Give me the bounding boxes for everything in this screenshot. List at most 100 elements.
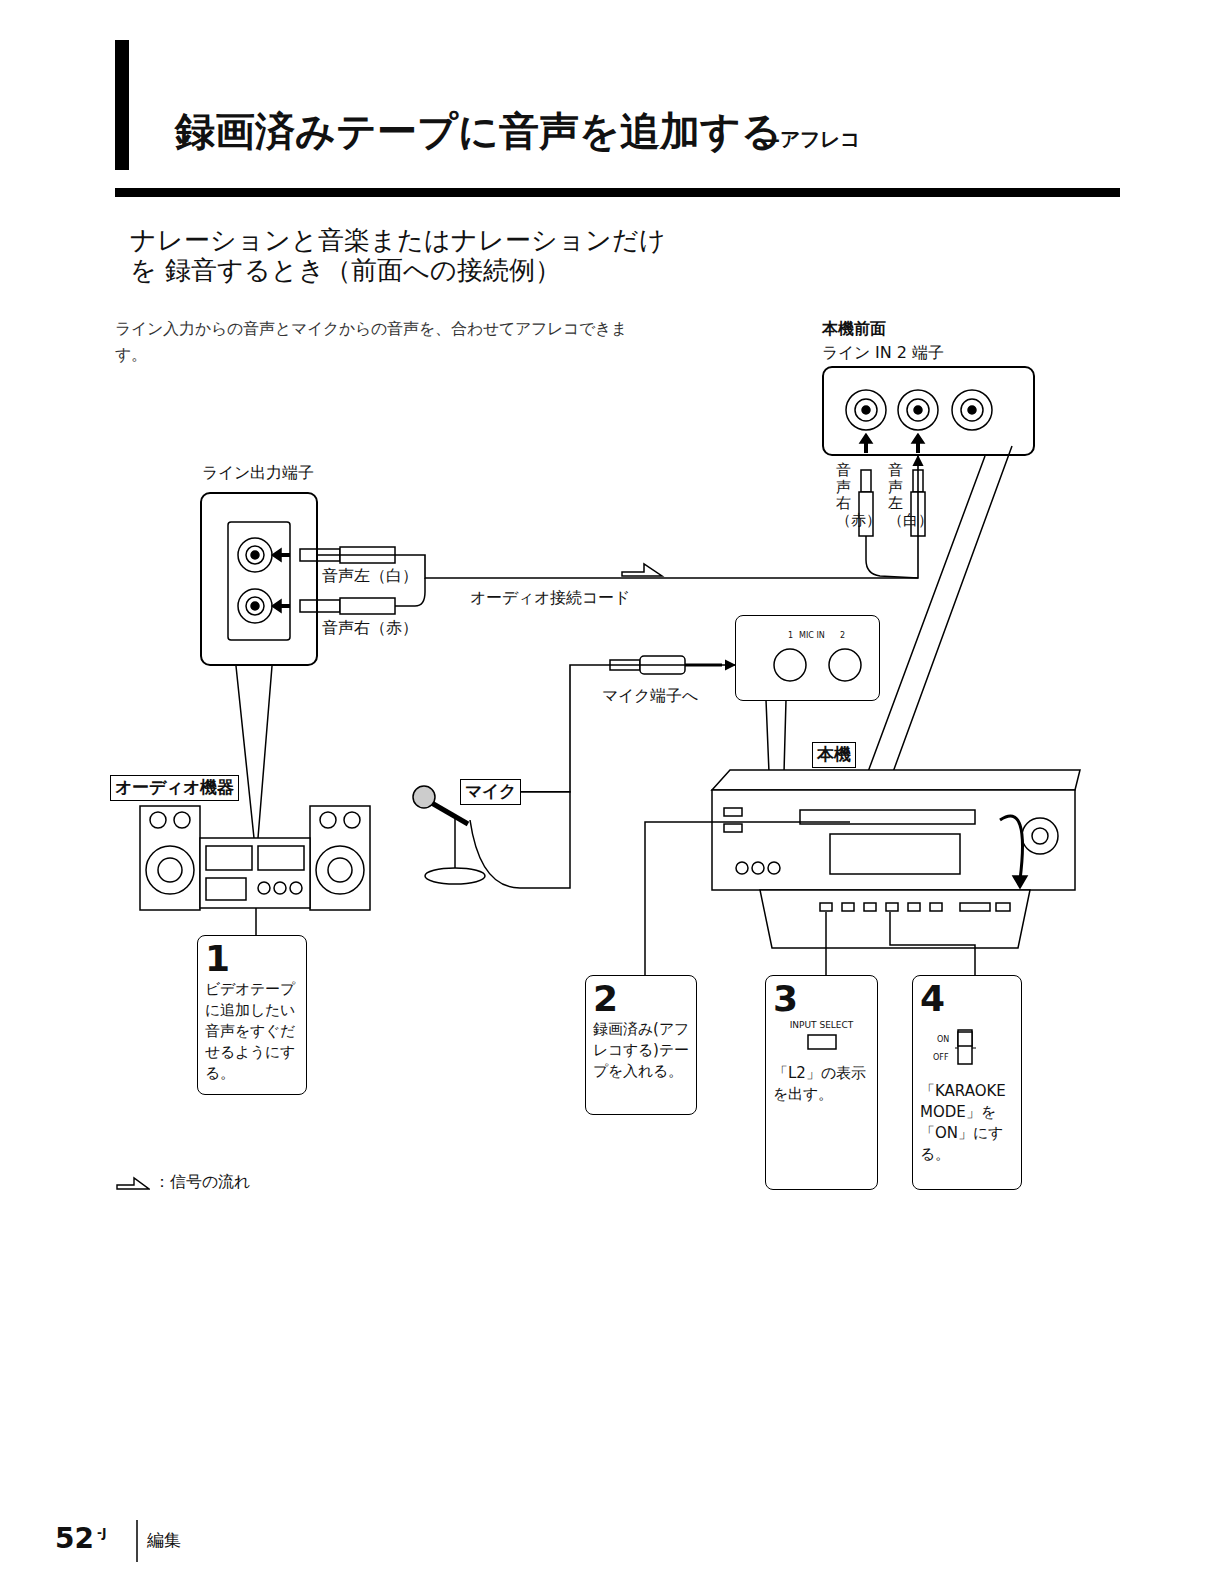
audio-system-part <box>344 812 360 828</box>
audio-system-part <box>206 878 246 900</box>
node-text: 「KARAOKE MODE」を「ON」にする。 <box>920 1081 1014 1165</box>
audio-system-part <box>316 846 364 894</box>
cable <box>521 665 735 792</box>
line-in-panel-part <box>855 399 877 421</box>
microphone-part <box>454 818 456 872</box>
leader-lines-part <box>645 822 850 975</box>
mic-in-panel-part <box>774 649 806 681</box>
audio-system-part <box>206 846 252 870</box>
line-in-panel-part <box>907 399 929 421</box>
title-suffix: —アフレコ <box>760 127 860 151</box>
node-text: マイク <box>465 780 516 804</box>
leader-lines-part <box>890 912 975 975</box>
legend-text: ：信号の流れ <box>154 1172 250 1193</box>
video-deck-part <box>712 790 1075 890</box>
step-box: 2録画済み(アフレコする)テープを入れる。 <box>585 975 697 1115</box>
callout-number: 1 <box>205 938 299 979</box>
audio-system-part <box>320 812 336 828</box>
page-rule <box>136 1520 138 1562</box>
line-out-panel-part <box>238 538 272 572</box>
node-text: 本機前面 <box>822 318 886 340</box>
page-suffix: -J <box>97 1526 106 1540</box>
line-out-panel-part <box>246 597 264 615</box>
device-label: オーディオ機器 <box>110 775 239 801</box>
video-deck-part <box>886 903 898 911</box>
switch-knob <box>958 1032 972 1046</box>
title-decoration-part <box>115 40 129 170</box>
line-in-panel-part <box>866 440 918 453</box>
leader-lines <box>645 822 975 975</box>
description: ライン入力からの音声とマイクからの音声を、合わせてアフレコできます。 <box>115 316 640 367</box>
wire-label: 音声右（赤） <box>836 462 851 528</box>
node-text: 1 <box>788 630 793 641</box>
video-deck-part <box>768 862 780 874</box>
wire-label: 音声左（白） <box>322 566 418 585</box>
line-in-panel-part <box>862 406 870 414</box>
video-deck-part <box>1022 818 1058 854</box>
microphone-part <box>470 791 570 888</box>
node-text: 本機 <box>817 743 851 767</box>
signal-arrow-symbol-part <box>622 564 662 576</box>
device-label: 本機 <box>812 742 856 768</box>
line-in-panel-part <box>968 406 976 414</box>
callout-number: 3 <box>773 978 870 1019</box>
node-text: INPUT SELECT <box>773 1019 870 1032</box>
audio-system-part <box>174 812 190 828</box>
audio-system-part <box>274 882 286 894</box>
node-text: ライン IN 2 端子 <box>822 342 944 364</box>
step-box: 3INPUT SELECT「L2」の表示を出す。 <box>765 975 878 1190</box>
video-deck-part <box>930 903 942 911</box>
node-text: 録画済み(アフレコする)テープを入れる。 <box>593 1019 689 1082</box>
switch-symbol <box>955 1047 976 1048</box>
section-name: 編集 <box>147 1530 181 1550</box>
line-out-panel-part <box>272 549 281 612</box>
video-deck-part <box>712 770 1080 790</box>
callout-number: 2 <box>593 978 689 1019</box>
audio-system-part <box>258 846 304 870</box>
page-rule-part <box>136 1520 138 1562</box>
video-deck-part <box>752 862 764 874</box>
callout-number: 4 <box>920 978 1014 1019</box>
terminal-callout: 本機前面ライン IN 2 端子 <box>822 366 1035 456</box>
audio-system-part <box>310 806 370 910</box>
terminal-callout: 1MIC IN2 <box>735 615 880 701</box>
line-out-panel-part <box>238 589 272 623</box>
line-out-panel-part <box>251 602 259 610</box>
audio-system-part <box>146 846 194 894</box>
line-out-panel-part <box>251 551 259 559</box>
legend-symbol <box>117 1178 149 1189</box>
line-in-panel-part <box>898 390 938 430</box>
video-deck-part <box>1032 828 1048 844</box>
node-text: ビデオテープに追加したい音声をすぐだせるようにする。 <box>205 979 299 1084</box>
legend-symbol <box>116 1175 150 1191</box>
terminal-callout: ライン出力端子 <box>200 492 318 666</box>
microphone-part <box>425 868 485 884</box>
signal-arrow-symbol <box>622 564 662 576</box>
line-out-panel-part <box>340 598 395 614</box>
subtitle: ナレーションと音楽またはナレーションだけを 録音するとき（前面への接続例） <box>130 226 682 286</box>
node-text: ライン出力端子 <box>202 462 314 484</box>
legend-row: ：信号の流れ <box>116 1172 250 1193</box>
video-deck-part <box>736 862 748 874</box>
line-in-panel-part <box>961 399 983 421</box>
cable-label: オーディオ接続コード <box>468 588 632 609</box>
line-in-panel-part <box>861 470 871 492</box>
line-in-panel-part <box>860 434 924 443</box>
line-out-panel-part <box>246 546 264 564</box>
line-out-panel-part <box>228 522 290 640</box>
cable <box>318 456 918 578</box>
video-deck-part <box>724 824 742 832</box>
step-box: 4ONOFF「KARAOKE MODE」を「ON」にする。 <box>912 975 1022 1190</box>
audio-system-part <box>140 806 200 910</box>
node-text: オーディオ機器 <box>115 776 234 800</box>
video-deck-part <box>1000 816 1023 880</box>
audio-system-part <box>158 858 182 882</box>
line-out-panel-part <box>276 555 290 606</box>
video-deck-part <box>830 834 960 874</box>
line-out-panel-part <box>300 600 340 612</box>
video-deck-part <box>760 890 1030 948</box>
button-symbol <box>808 1035 836 1049</box>
wire-label: 音声左（白） <box>888 462 903 528</box>
video-deck-part <box>996 903 1010 911</box>
